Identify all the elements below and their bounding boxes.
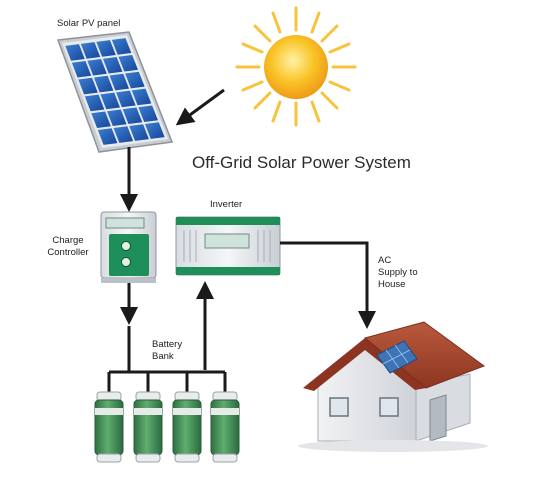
solar-cell xyxy=(113,126,134,143)
house-icon xyxy=(298,321,488,452)
solar-cell xyxy=(106,109,127,127)
ac-supply-label: AC Supply to House xyxy=(378,255,418,290)
solar-cell xyxy=(125,71,145,89)
battery-icon xyxy=(210,391,240,463)
battery-bank-icon xyxy=(94,391,240,463)
charge-controller-label: Charge Controller xyxy=(47,235,89,258)
solar-cell xyxy=(87,58,107,76)
battery-icon xyxy=(133,391,163,463)
battery-bus xyxy=(107,326,227,393)
solar-cell xyxy=(97,128,118,145)
battery-icon xyxy=(94,391,124,463)
battery-bank-label: Battery Bank xyxy=(152,339,183,362)
solar-cell xyxy=(84,94,105,112)
solar-cell xyxy=(100,92,120,110)
inverter-icon xyxy=(175,216,281,276)
solar-cell xyxy=(131,88,152,106)
inverter-label: Inverter xyxy=(210,199,243,210)
diagram-title: Off-Grid Solar Power System xyxy=(192,153,411,172)
solar-cell xyxy=(80,42,101,59)
solar-cell xyxy=(122,107,143,125)
solar-cell xyxy=(138,105,158,123)
solar-cell xyxy=(102,56,123,74)
solar-cell xyxy=(109,73,130,91)
solar-panel-icon xyxy=(56,31,174,153)
solar-panel-label: Solar PV panel xyxy=(57,18,121,29)
solar-cell xyxy=(65,44,85,61)
solar-cell xyxy=(129,124,149,141)
sunlight-arrow xyxy=(175,88,225,126)
inverter-to-house-line xyxy=(280,241,376,329)
solar-cell xyxy=(116,90,136,108)
sun-icon xyxy=(235,6,357,127)
solar-cell xyxy=(71,60,92,78)
charge-controller-icon xyxy=(100,211,157,283)
solar-cell xyxy=(91,111,111,129)
solar-cell xyxy=(93,75,114,93)
solar-cell xyxy=(144,122,165,139)
solar-cell xyxy=(118,54,138,72)
battery-icon xyxy=(172,391,202,463)
solar-cell xyxy=(111,38,132,55)
solar-cell xyxy=(78,77,98,95)
solar-cell xyxy=(96,40,116,57)
